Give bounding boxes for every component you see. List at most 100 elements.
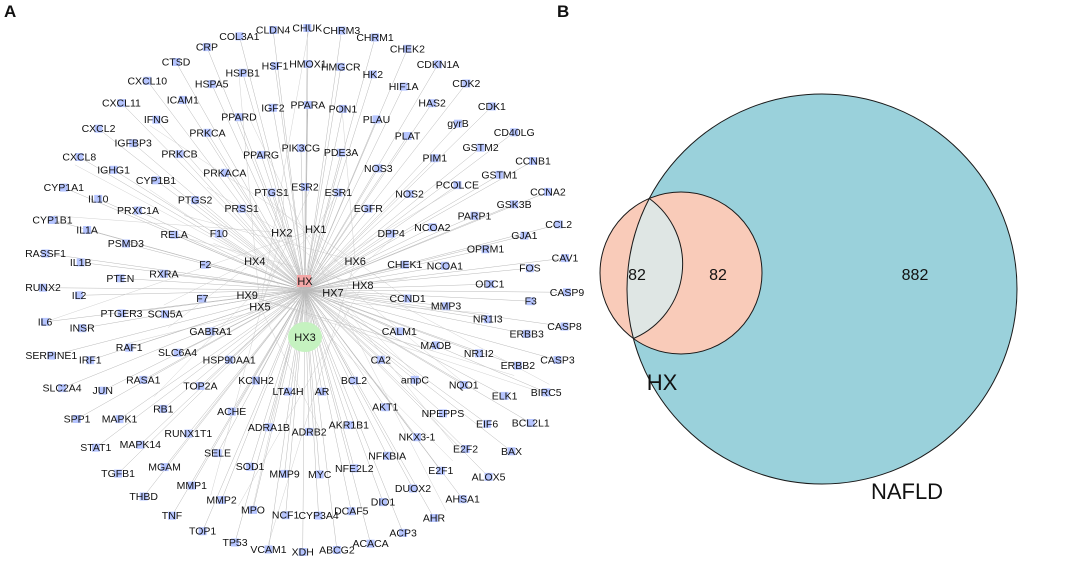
target-node-label: CLDN4 bbox=[256, 25, 291, 37]
target-node-label: ampC bbox=[401, 374, 429, 386]
venn-nafld-only-count: 882 bbox=[902, 267, 929, 284]
target-node-label: DUOX2 bbox=[395, 483, 431, 495]
target-node-label: HSP90AA1 bbox=[203, 354, 256, 366]
target-node-label: RUNX1T1 bbox=[164, 428, 212, 440]
target-node-label: THBD bbox=[129, 491, 158, 503]
target-node-label: FOS bbox=[519, 263, 541, 275]
target-node-label: PON1 bbox=[329, 103, 358, 115]
target-node-label: TOP1 bbox=[189, 526, 216, 538]
venn-diagram: 82 82 882 HX NAFLD bbox=[600, 94, 1017, 504]
target-node-label: NKX3-1 bbox=[399, 432, 436, 444]
target-node-label: HSPA5 bbox=[195, 79, 229, 91]
target-node-label: IL1B bbox=[70, 257, 92, 269]
target-node-label: F7 bbox=[196, 293, 208, 305]
venn-hx-label: HX bbox=[647, 370, 678, 395]
target-node-label: BIRC5 bbox=[531, 387, 562, 399]
target-node-label: IRF1 bbox=[79, 355, 102, 367]
herb-node-label: HX9 bbox=[236, 290, 257, 302]
target-node-label: HMGCR bbox=[321, 61, 361, 73]
target-node-label: F3 bbox=[525, 296, 537, 308]
target-node-label: DPP4 bbox=[377, 228, 405, 240]
network-edge bbox=[305, 290, 417, 437]
target-node-label: CYP1B1 bbox=[136, 175, 176, 187]
herb-node-label: HX4 bbox=[244, 256, 265, 268]
target-node-label: PIK3CG bbox=[282, 143, 321, 155]
target-node-label: ESR1 bbox=[325, 187, 353, 199]
target-node-label: F10 bbox=[210, 228, 228, 240]
target-node-label: SOD1 bbox=[236, 461, 265, 473]
network-edge bbox=[120, 278, 305, 290]
target-node-label: PPARA bbox=[290, 100, 325, 112]
target-node-label: TOP2A bbox=[183, 381, 217, 393]
target-node-label: gyrB bbox=[447, 118, 469, 130]
target-node-label: CTSD bbox=[162, 57, 191, 69]
venn-overlap-count: 82 bbox=[709, 267, 727, 284]
target-node-label: PTGS2 bbox=[178, 195, 213, 207]
target-node-label: ERBB2 bbox=[501, 360, 536, 372]
target-node-label: BCL2L1 bbox=[512, 418, 550, 430]
target-node-label: SELE bbox=[204, 448, 231, 460]
target-node-label: DCAF5 bbox=[334, 506, 369, 518]
herb-node-label: HX6 bbox=[344, 256, 365, 268]
target-node-label: PRKCB bbox=[161, 149, 197, 161]
target-node-label: TP53 bbox=[222, 537, 247, 549]
target-node-label: NOS3 bbox=[364, 163, 393, 175]
target-node-label: PPARD bbox=[221, 112, 257, 124]
target-node-label: CYP1B1 bbox=[32, 215, 72, 227]
target-node-label: PTGER3 bbox=[100, 308, 142, 320]
target-node-label: PLAT bbox=[395, 131, 421, 143]
target-node-label: IL6 bbox=[38, 316, 53, 328]
target-node-label: NCOA1 bbox=[427, 260, 463, 272]
target-node-label: NCF1 bbox=[272, 510, 300, 522]
target-node-label: ERBB3 bbox=[509, 328, 544, 340]
target-node-label: PRKACA bbox=[203, 167, 246, 179]
target-node-label: GABRA1 bbox=[189, 326, 232, 338]
target-node-label: MMP2 bbox=[206, 495, 236, 507]
target-node-label: TNF bbox=[162, 510, 182, 522]
target-node-label: CAV1 bbox=[552, 253, 579, 265]
target-node-label: PLAU bbox=[363, 114, 390, 126]
target-node-label: BAX bbox=[501, 446, 522, 458]
network-edge bbox=[285, 290, 306, 474]
target-node-label: SPP1 bbox=[64, 414, 91, 426]
target-node-label: AKT1 bbox=[372, 402, 398, 414]
target-node-label: ACACA bbox=[353, 538, 389, 550]
target-node-label: RASA1 bbox=[126, 374, 161, 386]
target-node-label: CASP8 bbox=[547, 321, 582, 333]
target-node-label: CYP1A1 bbox=[44, 182, 84, 194]
target-node-label: PRXC1A bbox=[117, 205, 159, 217]
hub-node-label: HX3 bbox=[294, 332, 315, 344]
herb-node-label: HX5 bbox=[249, 301, 270, 313]
panel-a-letter: A bbox=[4, 2, 16, 21]
network-edge bbox=[305, 153, 341, 290]
target-node-label: NQO1 bbox=[449, 380, 479, 392]
target-node-label: RB1 bbox=[153, 403, 174, 415]
target-node-label: CCND1 bbox=[390, 293, 426, 305]
target-node-label: NR1I2 bbox=[464, 348, 494, 360]
target-node-label: CA2 bbox=[371, 354, 392, 366]
target-node-label: HSF1 bbox=[262, 61, 289, 73]
target-node-label: TGFB1 bbox=[101, 468, 135, 480]
target-node-label: IL2 bbox=[72, 290, 87, 302]
target-node-label: ALOX5 bbox=[472, 471, 506, 483]
panel-b-letter: B bbox=[557, 2, 569, 21]
target-node-label: HIF1A bbox=[389, 81, 419, 93]
target-node-label: PIM1 bbox=[423, 153, 448, 165]
target-node-label: SLC2A4 bbox=[43, 383, 82, 395]
network-edge bbox=[264, 195, 363, 285]
target-node-label: PARP1 bbox=[458, 210, 492, 222]
target-node-label: CXCL8 bbox=[62, 152, 96, 164]
target-node-label: VCAM1 bbox=[250, 544, 286, 556]
target-node-label: PRSS1 bbox=[224, 203, 259, 215]
target-node-label: CHRM3 bbox=[323, 25, 360, 37]
target-node-label: ICAM1 bbox=[167, 94, 199, 106]
target-node-label: RXRA bbox=[149, 268, 178, 280]
target-node-label: HAS2 bbox=[418, 98, 446, 110]
target-node-label: PTEN bbox=[106, 273, 134, 285]
venn-nafld-label: NAFLD bbox=[871, 479, 943, 504]
target-node-label: XDH bbox=[292, 547, 314, 559]
target-node-label: GSK3B bbox=[497, 199, 532, 211]
target-node-label: PPARG bbox=[243, 149, 279, 161]
target-node-label: AR bbox=[315, 386, 330, 398]
